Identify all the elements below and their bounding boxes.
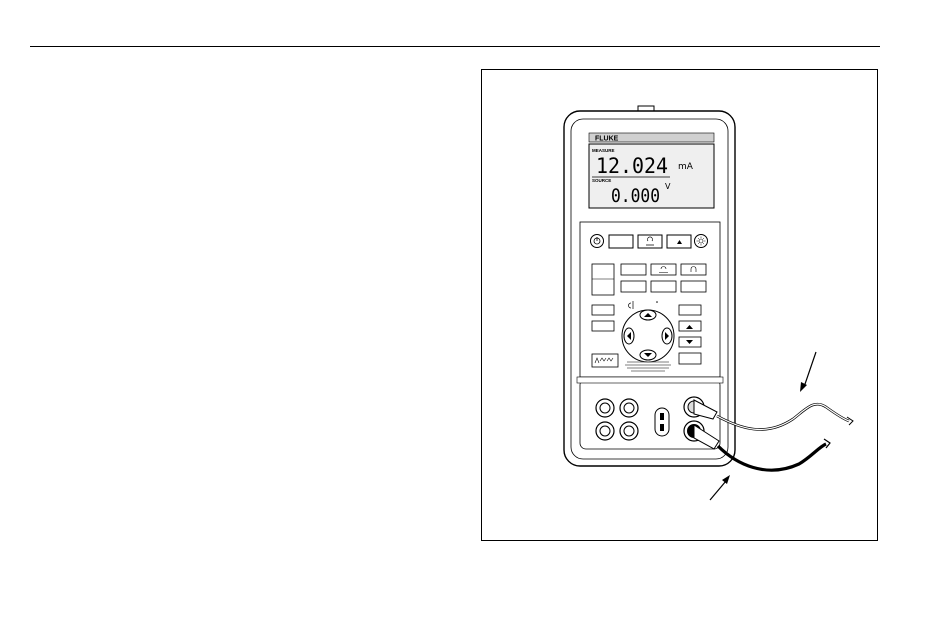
key-r1c2[interactable] <box>651 264 676 275</box>
header-rule <box>30 46 880 47</box>
key-left-1[interactable] <box>592 305 614 315</box>
jack-left-bottom-2[interactable] <box>620 422 638 440</box>
key-r2c3[interactable] <box>681 281 706 292</box>
key-top-1[interactable] <box>609 235 633 248</box>
lcd-source-value: 0.000 <box>611 185 660 207</box>
brand-logo: FLUKE <box>595 136 619 143</box>
test-lead-arrow-icon <box>800 352 816 392</box>
power-button[interactable] <box>591 235 604 248</box>
selector-slot-bottom <box>660 424 664 431</box>
key-r2c2[interactable] <box>651 281 676 292</box>
test-lead-upper <box>717 404 849 429</box>
jack-left-bottom-1[interactable] <box>596 422 614 440</box>
lcd-measure-unit: mA <box>678 162 694 172</box>
key-right-1[interactable] <box>679 305 701 315</box>
jack-panel-lip <box>577 377 723 383</box>
lcd-source-unit: V <box>665 182 671 191</box>
key-large-left[interactable] <box>592 264 614 295</box>
jack-icon <box>600 403 610 413</box>
selector-switch[interactable] <box>655 408 669 436</box>
dpad-down[interactable] <box>640 350 656 360</box>
test-lead-arrow-icon-lower <box>710 475 730 500</box>
indicator-dot <box>656 301 658 303</box>
backlight-button[interactable] <box>695 235 708 248</box>
key-r1c3[interactable] <box>681 264 706 275</box>
jack-left-top-2[interactable] <box>620 399 638 417</box>
lcd-measure-label: MEASURE <box>592 148 615 153</box>
selector-slot-top <box>660 413 664 420</box>
key-r2c1[interactable] <box>621 281 646 292</box>
key-left-2[interactable] <box>592 321 614 331</box>
lcd-measure-value: 12.024 <box>596 154 668 178</box>
top-clip <box>638 106 654 111</box>
dpad-up[interactable] <box>640 310 656 320</box>
lcd-source-label: SOURCE <box>592 178 611 183</box>
jack-left-top-1[interactable] <box>596 399 614 417</box>
key-r1c1[interactable] <box>621 264 646 275</box>
calibrator-illustration: FLUKE MEASURE 12.024 mA SOURCE 0.000 V <box>481 69 878 541</box>
dpad-right[interactable] <box>662 328 672 344</box>
dpad-left[interactable] <box>624 328 634 344</box>
key-right-4[interactable] <box>679 353 701 364</box>
